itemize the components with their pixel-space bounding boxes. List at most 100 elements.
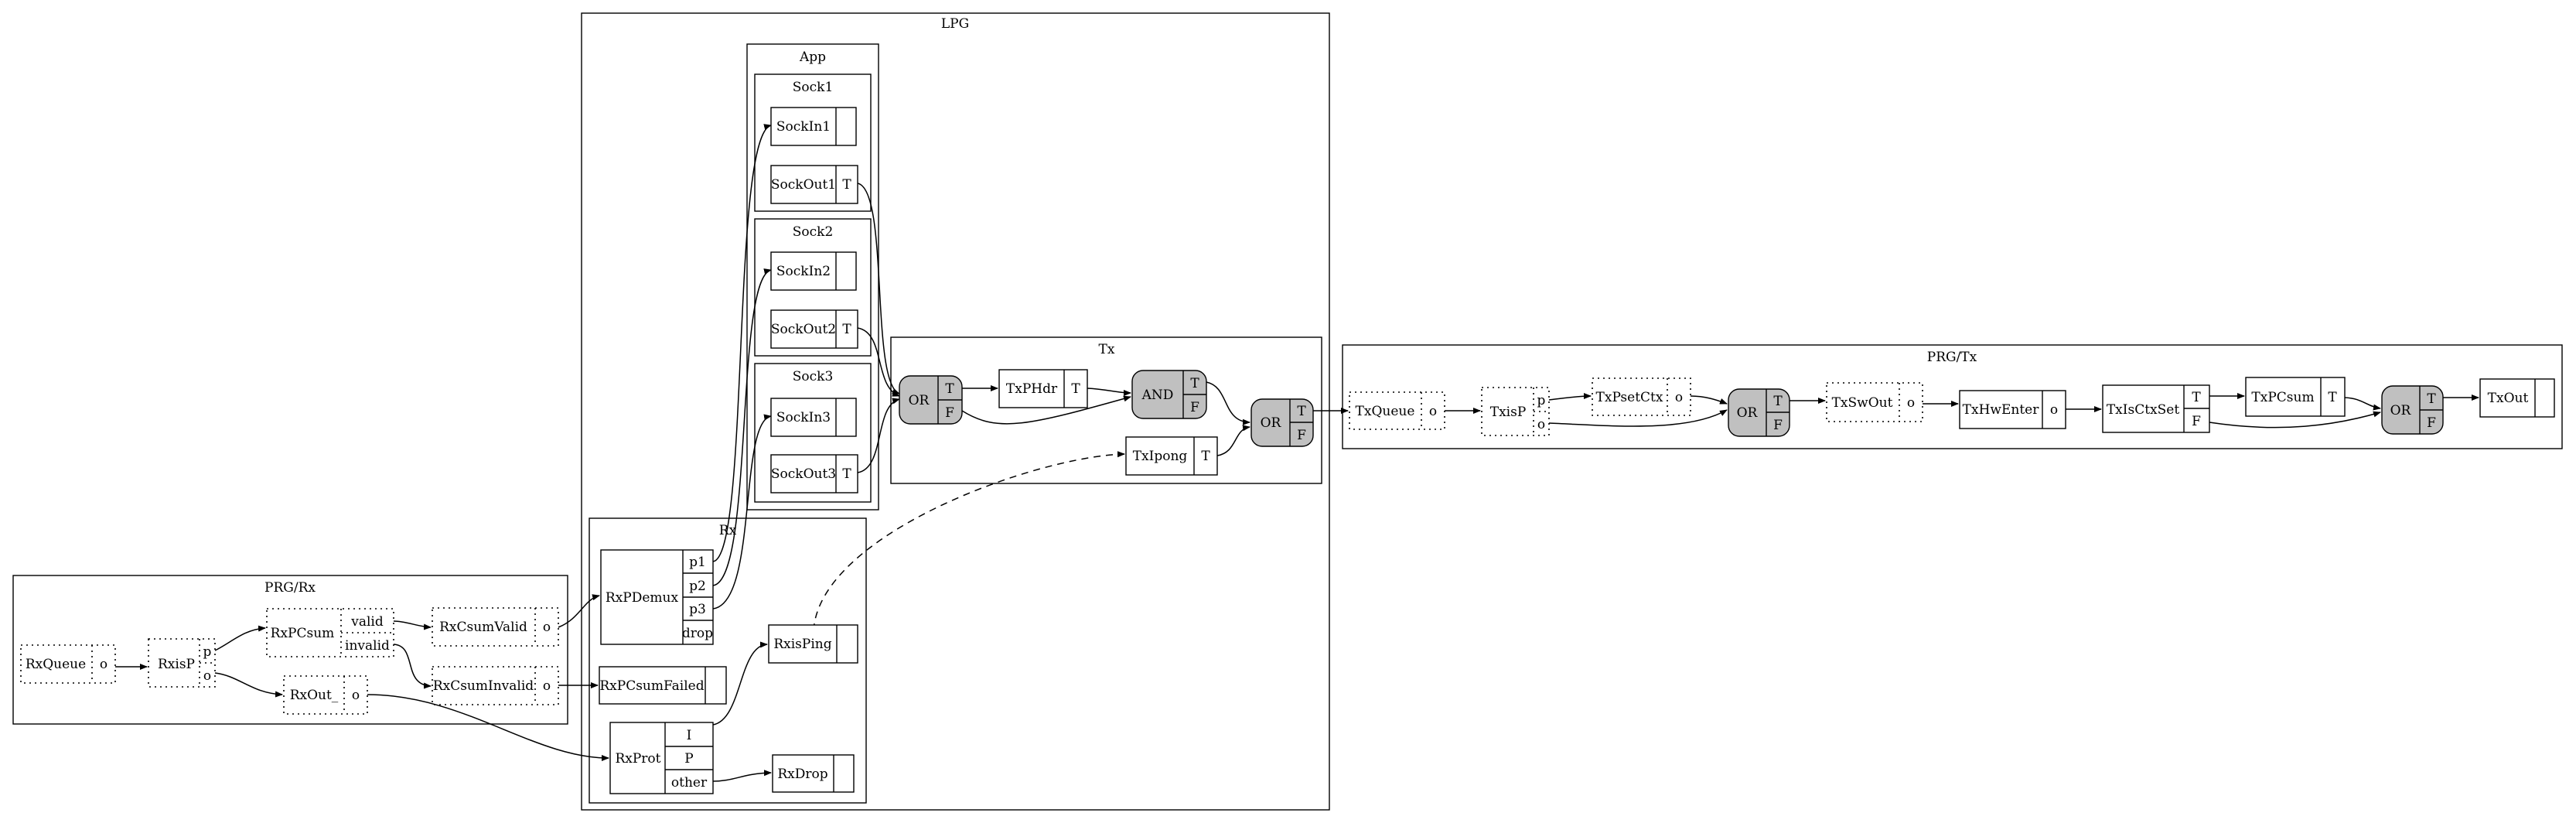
cluster-sock2-label: Sock2	[793, 224, 834, 240]
node-txhwenter-label: TxHwEnter	[1963, 402, 2040, 418]
port-f: F	[945, 405, 954, 421]
node-tx-and-label: AND	[1141, 388, 1174, 403]
node-sockout1: SockOut1 T	[770, 165, 858, 204]
port-f: F	[2192, 414, 2201, 429]
node-rxout-label: RxOut_	[290, 688, 339, 703]
node-txipong: TxIpong T	[1125, 436, 1218, 476]
cluster-sock1-label: Sock1	[793, 80, 834, 95]
edge-sockout2-or	[857, 327, 900, 397]
port-other: other	[671, 775, 708, 791]
node-txisctxset: TxIsCtxSet T F	[2102, 384, 2210, 433]
node-sockout2-label: SockOut2	[771, 322, 836, 337]
node-rxcsuminvalid-label: RxCsumInvalid	[433, 678, 534, 694]
port-o: o	[203, 668, 211, 684]
port-t: T	[2192, 390, 2201, 405]
node-rxprot: RxProt I P other	[609, 722, 714, 794]
port-t: T	[1773, 394, 1783, 409]
cluster-prg-rx: PRG/Rx	[12, 575, 568, 725]
port-t: T	[2328, 390, 2337, 405]
port-o: o	[1429, 404, 1437, 419]
node-sockout1-label: SockOut1	[771, 177, 836, 193]
port-o: o	[100, 657, 107, 672]
node-txisp-label: TxisP	[1490, 405, 1527, 420]
cluster-sock3: Sock3	[754, 363, 872, 503]
node-rxisping: RxisPing	[768, 624, 858, 664]
edge-sockout3-or	[857, 398, 900, 473]
node-rxcsumvalid: RxCsumValid o	[432, 607, 559, 647]
node-txpsetctx-label: TxPsetCtx	[1596, 390, 1663, 405]
node-txisctxset-label: TxIsCtxSet	[2107, 402, 2179, 418]
node-rxcsumvalid-label: RxCsumValid	[439, 620, 527, 635]
edge-rxisp-rxpcsum	[214, 625, 266, 651]
edge-or-and	[961, 395, 1131, 425]
node-rxpdemux-label: RxPDemux	[606, 590, 679, 606]
edge-rxout-rxprot	[367, 694, 609, 761]
edge-rxisp-rxout	[214, 672, 283, 698]
node-sockout3-label: SockOut3	[771, 466, 836, 482]
port-drop: drop	[682, 626, 713, 641]
edge-invalid-rxcsuminvalid	[393, 644, 432, 689]
node-sockin1-label: SockIn1	[776, 119, 831, 135]
port-o: o	[543, 678, 551, 694]
edge-sockout1-or	[857, 183, 900, 394]
cluster-sock3-label: Sock3	[793, 369, 834, 384]
node-txout: TxOut	[2479, 378, 2555, 418]
edge-rxprot-rxisping	[712, 641, 768, 726]
node-tx-or1: OR T F	[899, 375, 963, 425]
node-prgtx-or2-label: OR	[2390, 403, 2412, 418]
node-txisp: TxisP p o	[1481, 387, 1550, 436]
node-rxisp: RxisP p o	[148, 638, 216, 688]
node-txpcsum: TxPCsum T	[2245, 377, 2346, 417]
cluster-sock2: Sock2	[754, 218, 872, 357]
port-p: p	[1537, 393, 1546, 408]
edge-rxpdemux-sockin2	[712, 268, 772, 586]
port-t: T	[1201, 449, 1210, 464]
edge-valid-rxcsumvalid	[393, 620, 432, 630]
port-t: T	[1297, 404, 1306, 419]
port-t: T	[945, 381, 954, 397]
node-rxpcsumfailed: RxPCsumFailed	[599, 666, 727, 705]
node-sockin2: SockIn2	[770, 251, 857, 291]
port-p3: p3	[689, 602, 706, 617]
cluster-app-label: App	[799, 50, 826, 65]
cluster-sock1: Sock1	[754, 73, 872, 212]
node-tx-or2: OR T F	[1250, 398, 1314, 447]
edge-txpsetctx-or	[1690, 395, 1728, 405]
node-tx-or2-label: OR	[1261, 415, 1282, 431]
node-txpsetctx: TxPsetCtx o	[1592, 377, 1691, 416]
port-o: o	[352, 688, 360, 703]
cluster-prg-tx: PRG/Tx	[1342, 344, 2563, 449]
edge-rxpdemux-sockin3	[712, 414, 772, 610]
node-tx-or1-label: OR	[909, 393, 930, 408]
node-tx-and: AND T F	[1131, 370, 1207, 419]
node-txout-label: TxOut	[2488, 391, 2529, 406]
node-txhwenter: TxHwEnter o	[1959, 390, 2066, 429]
node-prgtx-or2: OR T F	[2381, 385, 2444, 435]
node-rxqueue-label: RxQueue	[26, 657, 86, 672]
node-sockin2-label: SockIn2	[776, 264, 831, 279]
node-rxdrop-label: RxDrop	[777, 767, 827, 782]
node-rxpcsum: RxPCsum valid invalid	[266, 608, 394, 657]
node-rxpcsumfailed-label: RxPCsumFailed	[599, 678, 704, 694]
cluster-rx-label: Rx	[719, 523, 737, 538]
port-f: F	[2427, 415, 2436, 431]
port-p2: p2	[689, 579, 706, 594]
node-rxpcsum-label: RxPCsum	[271, 626, 335, 641]
node-rxisp-label: RxisP	[158, 657, 195, 672]
cluster-lpg-label: LPG	[941, 16, 969, 32]
edge-rxcsumvalid-rxpdemux	[558, 594, 600, 628]
edge-txisp-or	[1548, 409, 1728, 427]
edge-txisctxset-or2	[2209, 411, 2381, 429]
edges	[115, 124, 2479, 782]
cluster-rx: Rx	[589, 517, 867, 804]
port-p-upper: P	[684, 751, 693, 767]
port-o: o	[1907, 395, 1915, 411]
port-f: F	[1773, 418, 1783, 433]
node-txqueue-label: TxQueue	[1356, 404, 1415, 419]
port-p1: p1	[689, 555, 706, 570]
port-f: F	[1297, 428, 1306, 443]
node-rxcsuminvalid: RxCsumInvalid o	[432, 666, 559, 705]
edge-rxpdemux-sockin1	[712, 124, 772, 562]
port-o: o	[1537, 417, 1545, 432]
edge-rxprot-rxdrop	[712, 770, 772, 782]
